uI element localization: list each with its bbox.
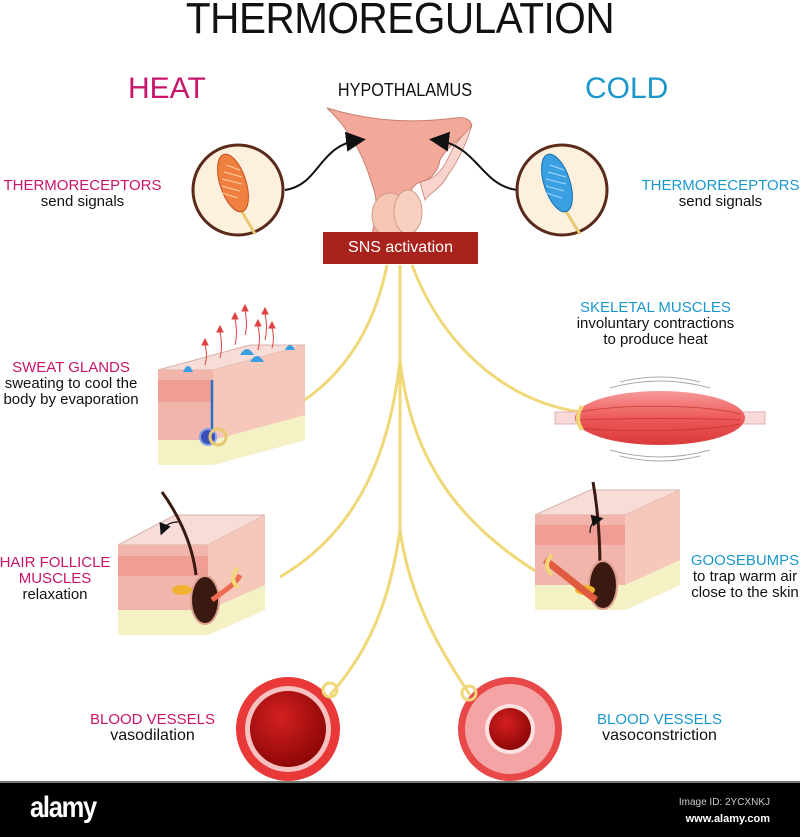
diagram-title: THERMOREGULATION [185,0,615,43]
sweat-glands-heading: SWEAT GLANDS [12,359,130,376]
skeletal-muscles-line1: involuntary contractions [576,314,735,332]
cold-blood-vessels-text: vasoconstriction [602,726,717,744]
goosebumps-icon [534,481,681,610]
image-id-text: Image ID: 2YCXNKJ [678,797,770,808]
sweat-glands-line2: body by evaporation [3,390,139,408]
hair-follicle-heading1: HAIR FOLLICLE [0,554,111,571]
site-link[interactable]: www.alamy.com [685,813,770,825]
heat-thermoreceptors-heading: THERMORECEPTORS [3,177,162,194]
heat-blood-vessels-heading: BLOOD VESSELS [89,711,216,728]
cold-thermoreceptor-icon [515,143,609,237]
hair-follicle-relaxation-icon [117,491,266,635]
goosebumps-line2: close to the skin [691,583,799,601]
cold-thermoreceptors-label: THERMORECEPTORS send signals [638,178,800,210]
blood-vessel-vasoconstriction-icon [458,677,562,781]
nerve-fibers [234,264,581,696]
cold-thermoreceptors-text: send signals [678,192,763,210]
heat-heading: HEAT [128,72,206,105]
heat-thermoreceptor-icon [191,143,285,237]
sweat-glands-line1: sweating to cool the [4,374,138,392]
hypothalamus-icon [326,107,473,238]
goosebumps-heading: GOOSEBUMPS [690,552,800,569]
heat-thermoreceptors-text: send signals [40,192,125,210]
skeletal-muscles-label: SKELETAL MUSCLES involuntary contraction… [568,300,743,347]
alamy-logo: alamy [30,791,97,824]
skeletal-muscles-heading: SKELETAL MUSCLES [580,299,731,316]
hair-follicle-heading2: MUSCLES [18,569,92,587]
heat-thermoreceptors-label: THERMORECEPTORS send signals [0,178,165,210]
cold-blood-vessels-label: BLOOD VESSELS vasoconstriction [592,712,727,745]
signal-arrow-heat [284,131,366,191]
hair-follicle-label: HAIR FOLLICLE MUSCLES relaxation [0,555,114,602]
heat-blood-vessels-text: vasodilation [110,726,195,744]
hypothalamus-label: HYPOTHALAMUS [337,80,473,100]
skeletal-muscles-line2: to produce heat [603,330,708,348]
cold-blood-vessels-heading: BLOOD VESSELS [596,711,723,728]
hair-follicle-text: relaxation [22,585,88,603]
goosebumps-label: GOOSEBUMPS to trap warm air close to the… [685,553,800,600]
goosebumps-line1: to trap warm air [692,567,798,585]
signal-arrow-cold [429,131,518,191]
cold-heading: COLD [585,72,669,105]
cold-thermoreceptors-heading: THERMORECEPTORS [641,177,800,194]
sweat-gland-skin-icon [157,303,306,465]
skeletal-muscle-icon [554,376,766,462]
sns-activation-box: SNS activation [323,232,478,264]
thermoregulation-illustration [117,107,766,781]
blood-vessel-vasodilation-icon [236,677,340,781]
sweat-glands-label: SWEAT GLANDS sweating to cool the body b… [0,360,142,407]
watermark-footer: alamy Image ID: 2YCXNKJ www.alamy.com [0,781,800,837]
heat-blood-vessels-label: BLOOD VESSELS vasodilation [85,712,220,745]
